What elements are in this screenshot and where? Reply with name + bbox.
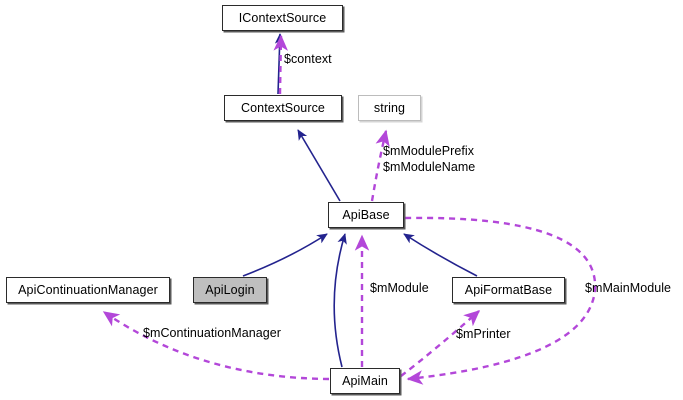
edge-apibase-apimain-association (404, 216, 597, 385)
node-apilogin[interactable]: ApiLogin (193, 277, 267, 303)
edge-apimain-apiformatbase-association (400, 310, 481, 377)
edge-apimain-apibase-inheritance (333, 233, 347, 368)
edge-apimain-apicontinuationmanager-association (102, 311, 330, 381)
node-label: IContextSource (238, 10, 327, 25)
node-label: ApiBase (342, 207, 390, 222)
edge-label-mprinter: $mPrinter (456, 327, 511, 341)
node-contextsource[interactable]: ContextSource (224, 95, 342, 121)
edge-apibase-contextsource-inheritance (297, 129, 341, 202)
edge-label-mmainmodule: $mMainModule (585, 281, 672, 295)
edge-label-mmodulename: $mModuleName (383, 160, 476, 174)
edge-contextsource-icontextsource-inheritance (274, 33, 285, 95)
node-apicontinuationmanager[interactable]: ApiContinuationManager (6, 277, 170, 303)
edge-label-mcontinuationmanager: $mContinuationManager (143, 326, 281, 340)
node-apibase[interactable]: ApiBase (328, 202, 404, 228)
edge-apibase-string-association (370, 129, 390, 202)
node-apiformatbase[interactable]: ApiFormatBase (452, 277, 565, 303)
edge-label-mmodule: $mModule (370, 281, 429, 295)
node-string[interactable]: string (358, 95, 421, 121)
edge-label-mmoduleprefix: $mModulePrefix (383, 144, 475, 158)
edge-apilogin-apibase-inheritance (242, 233, 328, 277)
node-icontextsource[interactable]: IContextSource (222, 5, 343, 31)
node-label: ContextSource (241, 100, 325, 115)
node-apimain[interactable]: ApiMain (330, 368, 400, 394)
edge-label-context: $context (284, 52, 332, 66)
edge-apiformatbase-apibase-inheritance (403, 233, 478, 277)
node-label: ApiLogin (205, 282, 255, 297)
node-label: string (373, 100, 406, 115)
edge-contextsource-icontextsource-association (273, 34, 289, 95)
node-label: ApiContinuationManager (18, 282, 158, 297)
node-label: ApiMain (342, 373, 388, 388)
node-label: ApiFormatBase (464, 282, 553, 297)
